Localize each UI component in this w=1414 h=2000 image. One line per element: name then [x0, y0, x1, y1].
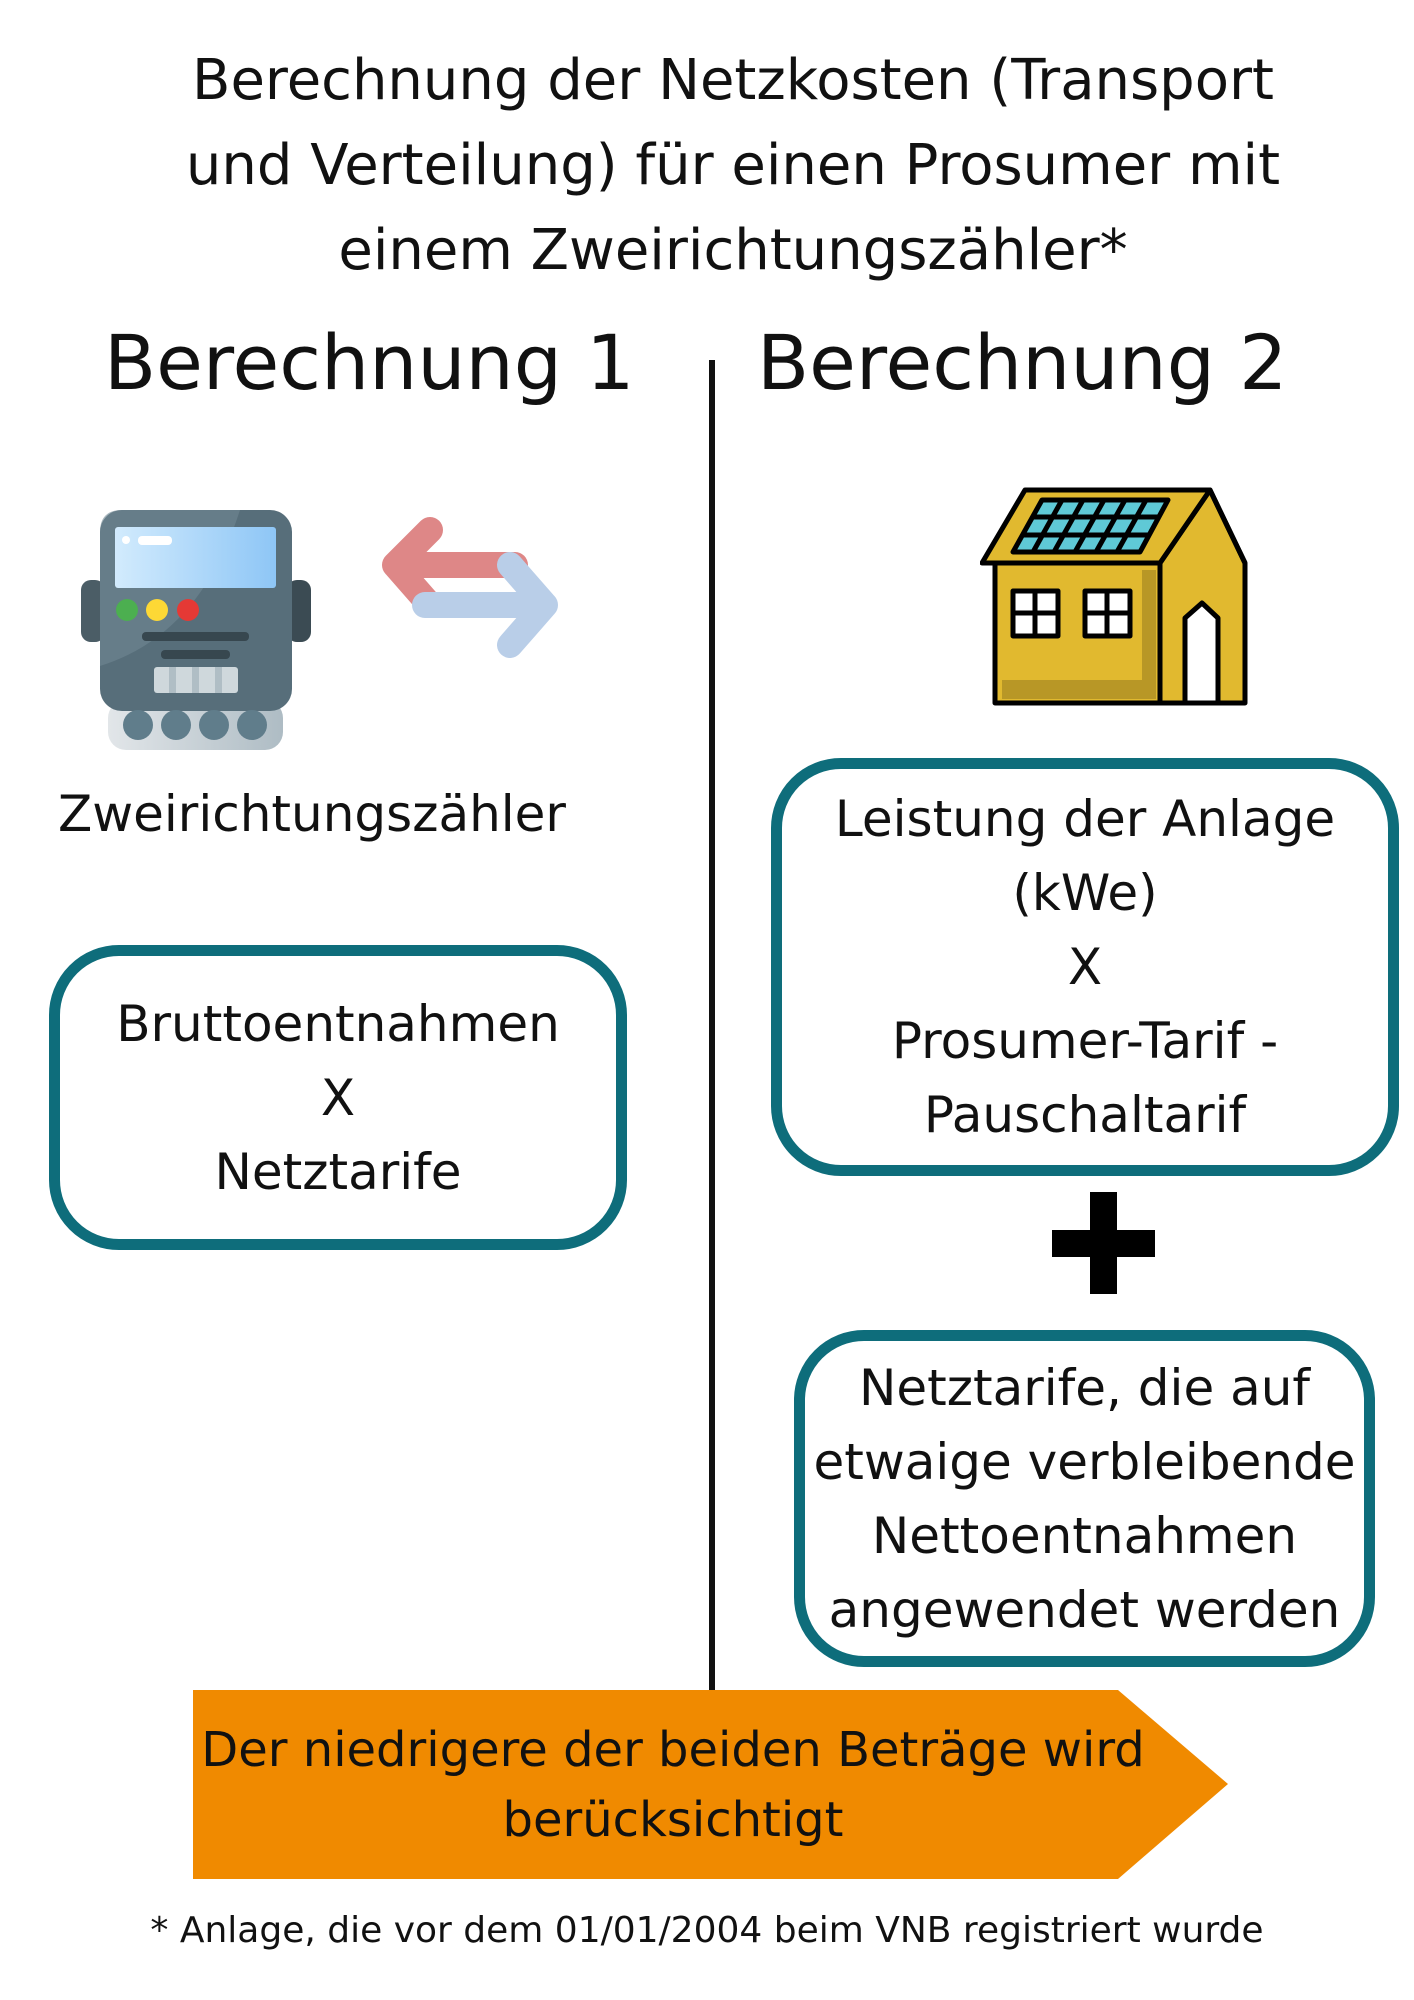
plus-icon-bar — [1052, 1230, 1155, 1257]
divider-line — [709, 360, 715, 1692]
formula-line: Netztarife — [214, 1142, 462, 1201]
title-line: einem Zweirichtungszähler* — [338, 218, 1128, 283]
formula-line: Leistung der Anlage — [834, 790, 1336, 848]
formula-operator: X — [1067, 938, 1103, 996]
formula-box-gross: Bruttoentnahmen X Netztarife — [49, 945, 627, 1250]
formula-box-net: Netztarife, die auf etwaige verbleibende… — [794, 1330, 1375, 1667]
formula-line: Pauschaltarif — [923, 1086, 1247, 1144]
conclusion-arrow-shape — [193, 1690, 1228, 1879]
formula-box-prosumer: Leistung der Anlage (kWe) X Prosumer-Tar… — [771, 758, 1399, 1176]
formula-line: Prosumer-Tarif - — [891, 1012, 1279, 1070]
meter-label: Zweirichtungszähler — [58, 785, 566, 843]
formula-line: Nettoentnahmen — [871, 1506, 1298, 1565]
conclusion-text: Der niedrigere der beiden Beträge wird b… — [193, 1690, 1153, 1879]
formula-line: (kWe) — [1012, 864, 1158, 922]
solar-house-icon — [980, 487, 1248, 706]
bidirectional-arrows-icon — [382, 517, 558, 658]
title-line: Berechnung der Netzkosten (Transport — [192, 48, 1274, 113]
heading-calculation-1: Berechnung 1 — [104, 318, 635, 407]
page-title: Berechnung der Netzkosten (Transport und… — [100, 38, 1366, 293]
title-line: und Verteilung) für einen Prosumer mit — [185, 133, 1281, 198]
footnote: * Anlage, die vor dem 01/01/2004 beim VN… — [150, 1910, 1264, 1951]
conclusion-line: berücksichtigt — [502, 1791, 844, 1848]
formula-line: angewendet werden — [828, 1580, 1341, 1639]
formula-line: etwaige verbleibende — [813, 1432, 1356, 1491]
formula-operator: X — [320, 1068, 356, 1127]
heading-calculation-2: Berechnung 2 — [757, 318, 1288, 407]
formula-line: Netztarife, die auf — [858, 1358, 1311, 1417]
bidirectional-meter-icon — [81, 510, 311, 750]
conclusion-line: Der niedrigere der beiden Beträge wird — [201, 1721, 1145, 1778]
formula-line: Bruttoentnahmen — [116, 994, 560, 1053]
